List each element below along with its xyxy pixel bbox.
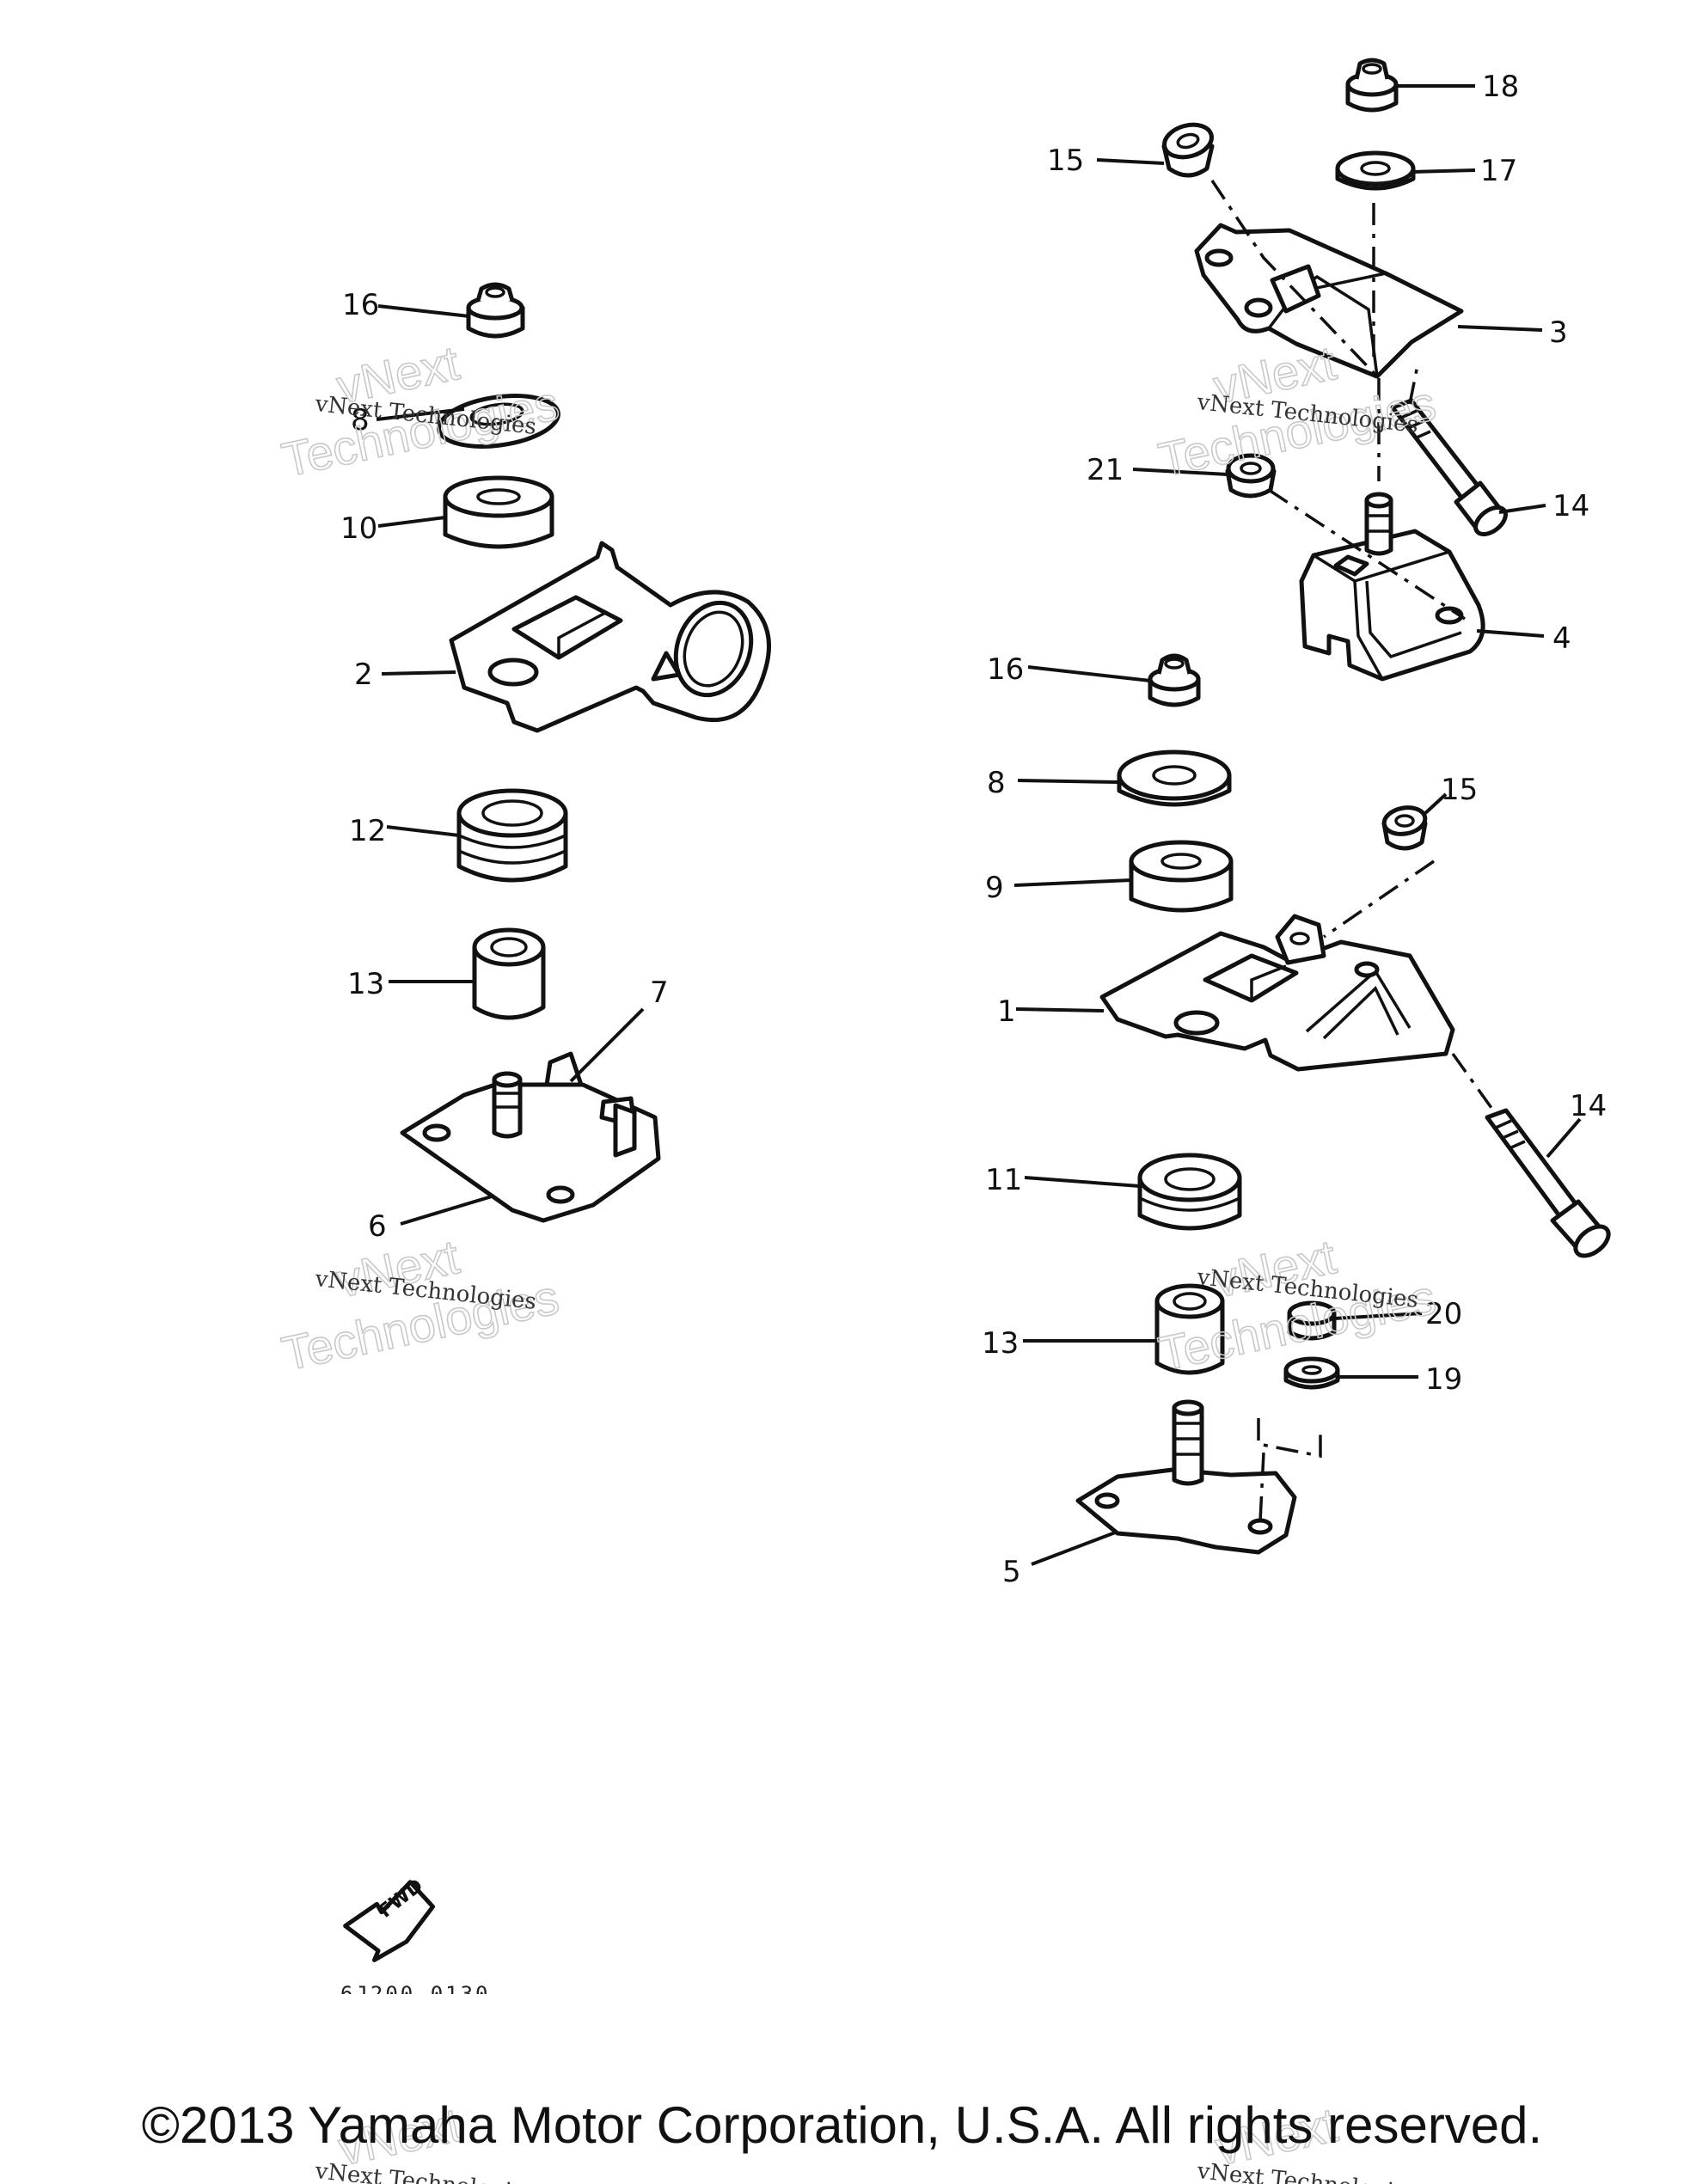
fwd-arrow-icon: FWD bbox=[343, 1875, 436, 1962]
watermarks: vNext Technologies vNext Technologies vN… bbox=[277, 334, 1441, 2184]
watermark-right-bottom-small: vNext Technologies bbox=[1195, 2158, 1419, 2184]
callout-8-right: 8 bbox=[987, 766, 1006, 800]
part-8-right-washer bbox=[1117, 749, 1232, 807]
callout-14-top: 14 bbox=[1552, 489, 1589, 523]
watermark-left-bottom-small: vNext Technologies bbox=[313, 2158, 537, 2184]
callout-15-mid: 15 bbox=[1441, 773, 1478, 807]
part-4-engine-mount bbox=[1299, 492, 1485, 682]
callout-13-right: 13 bbox=[982, 1326, 1019, 1361]
part-11-grommet bbox=[1137, 1153, 1242, 1231]
callout-9: 9 bbox=[985, 871, 1004, 905]
part-14-bottom-bolt bbox=[1485, 1108, 1611, 1258]
part-10-rubber-ring bbox=[443, 475, 554, 549]
callout-1: 1 bbox=[997, 994, 1016, 1029]
part-8-left-washer bbox=[437, 394, 560, 449]
callout-3: 3 bbox=[1549, 315, 1568, 350]
part-1-main-bracket bbox=[1099, 914, 1455, 1072]
callout-2: 2 bbox=[354, 658, 373, 692]
callout-17: 17 bbox=[1480, 154, 1517, 188]
callout-7: 7 bbox=[650, 976, 669, 1010]
callout-15-top: 15 bbox=[1047, 144, 1084, 178]
callout-4: 4 bbox=[1552, 621, 1571, 656]
callout-12: 12 bbox=[349, 814, 386, 848]
part-20-collar bbox=[1287, 1300, 1337, 1341]
copyright-footer: ©2013 Yamaha Motor Corporation, U.S.A. A… bbox=[141, 2096, 1543, 2154]
part-14-top-bolt bbox=[1390, 398, 1508, 537]
callout-8-left: 8 bbox=[351, 403, 370, 437]
callout-14-bottom: 14 bbox=[1570, 1089, 1607, 1123]
part-16-left-nut bbox=[466, 282, 525, 339]
part-13-right-collar bbox=[1154, 1283, 1225, 1375]
callout-5: 5 bbox=[1002, 1555, 1021, 1589]
part-19-washer bbox=[1283, 1356, 1340, 1390]
callout-16-right: 16 bbox=[987, 652, 1024, 687]
part-2-bracket bbox=[449, 541, 771, 733]
part-9-rubber-ring bbox=[1129, 840, 1234, 913]
callout-20: 20 bbox=[1425, 1297, 1462, 1331]
callout-21: 21 bbox=[1087, 453, 1124, 487]
callout-numbers: 16 8 10 2 12 13 7 6 15 18 17 3 21 14 4 1… bbox=[340, 70, 1607, 1589]
part-18-nut bbox=[1345, 58, 1399, 113]
part-21-nut bbox=[1225, 453, 1277, 499]
drawing-code: 6J200-0130 bbox=[340, 1982, 491, 1994]
callout-10: 10 bbox=[340, 511, 377, 546]
callout-13-left: 13 bbox=[347, 967, 384, 1001]
part-17-washer bbox=[1335, 150, 1416, 191]
part-12-grommet bbox=[456, 788, 568, 883]
assembly-centerlines bbox=[1210, 180, 1497, 1522]
leader-lines bbox=[376, 84, 1582, 1566]
callout-16-left: 16 bbox=[342, 288, 379, 322]
part-3-upper-bracket bbox=[1194, 223, 1464, 379]
part-6-base-plate bbox=[400, 1051, 661, 1223]
part-15-mid-nut bbox=[1381, 805, 1428, 851]
callout-19: 19 bbox=[1425, 1362, 1462, 1397]
callout-11: 11 bbox=[985, 1163, 1022, 1197]
part-15-top-nut bbox=[1161, 122, 1215, 178]
part-5-base-plate bbox=[1075, 1399, 1297, 1555]
part-16-right-nut bbox=[1148, 653, 1201, 707]
callout-6: 6 bbox=[368, 1209, 387, 1244]
part-13-left-collar bbox=[472, 927, 546, 1020]
callout-18: 18 bbox=[1482, 70, 1519, 104]
